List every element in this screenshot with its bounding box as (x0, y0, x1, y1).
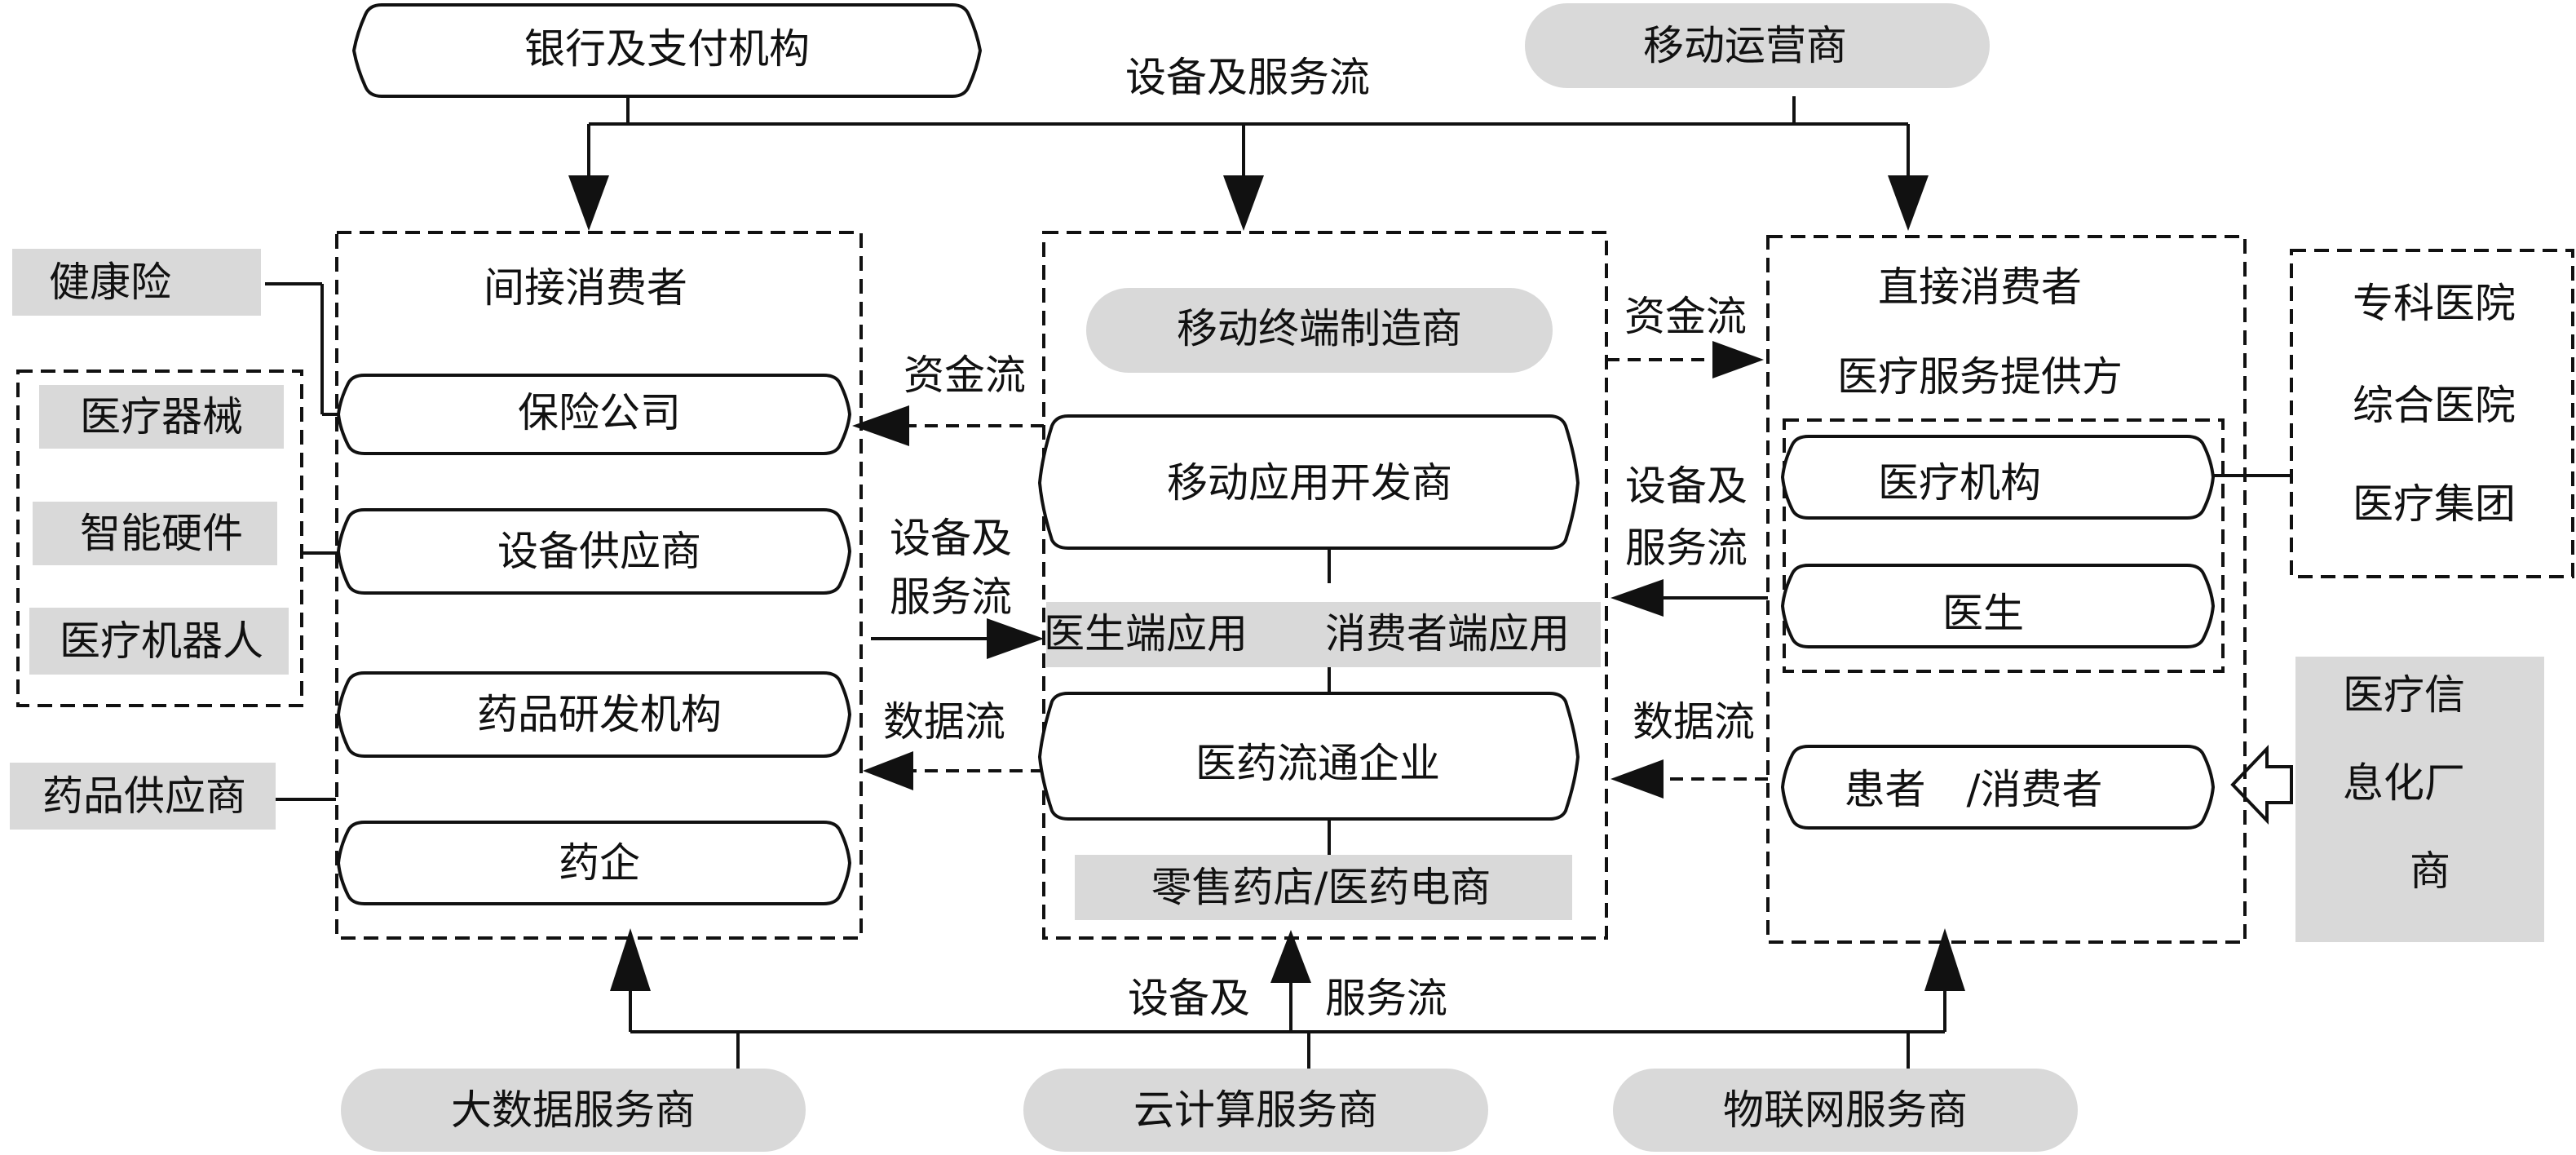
equipment-supplier-label: 设备供应商 (497, 528, 701, 575)
specialty-hospital-label: 专科医院 (2353, 280, 2516, 327)
cloud-node: 云计算服务商 (1023, 1069, 1488, 1152)
patient-label: 患者 /消费者 (1845, 766, 2103, 813)
arrow-capital-left (852, 405, 909, 446)
it-vendor-line-1: 医疗信 (2343, 671, 2465, 719)
provider-subframe (1783, 418, 2225, 673)
it-vendor-line-3: 商 (2410, 847, 2450, 895)
pharma-label: 药企 (559, 839, 640, 887)
arrow-down-center (1223, 175, 1264, 231)
right-group-title: 直接消费者 (1878, 263, 2082, 311)
left-group-title: 间接消费者 (484, 264, 687, 312)
it-vendor-line-2: 息化厂 (2343, 759, 2465, 807)
mobile-operator-label: 移动运营商 (1643, 22, 1847, 69)
data-flow-left-label: 数据流 (883, 698, 1005, 746)
right-group-frame (1766, 235, 2247, 944)
hardware-box: 医疗器械 智能硬件 医疗机器人 (29, 385, 289, 675)
bank-node: 银行及支付机构 (351, 3, 983, 98)
arrow-up-left (610, 928, 651, 991)
pharma-node: 药企 (336, 821, 852, 905)
right-group-subtitle: 医疗服务提供方 (1837, 353, 2123, 400)
equipment-flow-right-label-1: 设备及 (1625, 462, 1748, 510)
arrow-hollow-it (2230, 745, 2293, 825)
capital-flow-right-label: 资金流 (1624, 293, 1747, 340)
data-flow-right-label: 数据流 (1633, 698, 1755, 746)
left-group-frame (335, 231, 863, 940)
doctor-node: 医生 (1780, 564, 2216, 648)
retail-label: 零售药店/医药电商 (1151, 864, 1491, 911)
equipment-flow-left-label-2: 服务流 (890, 573, 1012, 621)
mobile-operator-node: 移动运营商 (1525, 3, 1990, 88)
medical-robot-label: 医疗机器人 (60, 617, 263, 665)
hardware-frame (16, 370, 303, 707)
equipment-supplier-node: 设备供应商 (336, 508, 852, 595)
bank-label: 银行及支付机构 (524, 25, 810, 73)
doctor-label: 医生 (1942, 590, 2024, 637)
retail-node: 零售药店/医药电商 (1075, 855, 1572, 920)
health-insurance-node: 健康险 (12, 249, 261, 316)
drug-rd-label: 药品研发机构 (477, 691, 722, 738)
connector-lines (265, 96, 2290, 1069)
capital-flow-left-label: 资金流 (904, 352, 1026, 399)
bigdata-node: 大数据服务商 (341, 1069, 806, 1152)
bottom-flow-label-b: 服务流 (1325, 975, 1447, 1022)
arrow-down-left (568, 175, 609, 231)
cloud-label: 云计算服务商 (1133, 1086, 1378, 1134)
it-vendor-node: 医疗信 息化厂 商 (2295, 657, 2544, 942)
top-flow-label: 设备及服务流 (1125, 54, 1370, 101)
arrow-capital-right (1712, 341, 1764, 378)
smart-hardware-label: 智能硬件 (80, 510, 243, 557)
bigdata-label: 大数据服务商 (451, 1086, 696, 1134)
general-hospital-label: 综合医院 (2353, 382, 2516, 429)
institution-label: 医疗机构 (1878, 459, 2041, 507)
arrow-data-left (863, 751, 913, 790)
apps-row: 医生端应用 消费者端应用 (1044, 602, 1601, 667)
medical-group-label: 医疗集团 (2353, 480, 2516, 528)
insurance-label: 保险公司 (518, 389, 681, 436)
arrow-data-right (1611, 759, 1664, 799)
distributor-node: 医药流通企业 (1037, 692, 1580, 821)
center-group-frame (1042, 231, 1608, 940)
manufacturer-label: 移动终端制造商 (1177, 305, 1462, 352)
drug-supplier-label: 药品供应商 (42, 772, 246, 820)
health-insurance-label: 健康险 (49, 259, 171, 306)
app-developer-node: 移动应用开发商 (1037, 414, 1580, 550)
arrow-equipment-right (1611, 579, 1664, 617)
drug-supplier-node: 药品供应商 (10, 763, 276, 830)
equipment-flow-left-label-1: 设备及 (890, 515, 1012, 562)
consumer-app-label: 消费者端应用 (1325, 610, 1570, 657)
medical-device-label: 医疗器械 (80, 393, 243, 440)
distributor-label: 医药流通企业 (1195, 740, 1440, 787)
iot-node: 物联网服务商 (1613, 1069, 2078, 1152)
manufacturer-node: 移动终端制造商 (1086, 288, 1553, 373)
arrow-down-right (1888, 175, 1929, 231)
equipment-flow-right-label-2: 服务流 (1625, 524, 1748, 572)
iot-label: 物联网服务商 (1723, 1086, 1968, 1134)
drug-rd-node: 药品研发机构 (336, 671, 852, 758)
arrow-up-center (1270, 930, 1311, 983)
arrow-equipment-left (987, 618, 1044, 659)
arrowheads (568, 175, 2293, 991)
hospitals-frame (2290, 249, 2574, 578)
insurance-node: 保险公司 (336, 374, 852, 455)
doctor-app-label: 医生端应用 (1044, 610, 1248, 657)
patient-node: 患者 /消费者 (1780, 745, 2216, 830)
arrow-up-right (1924, 928, 1965, 991)
app-developer-label: 移动应用开发商 (1167, 459, 1452, 507)
hospitals-box: 专科医院 综合医院 医疗集团 (2353, 280, 2516, 528)
bottom-flow-label-a: 设备及 (1128, 975, 1250, 1022)
institution-node: 医疗机构 (1780, 435, 2216, 520)
